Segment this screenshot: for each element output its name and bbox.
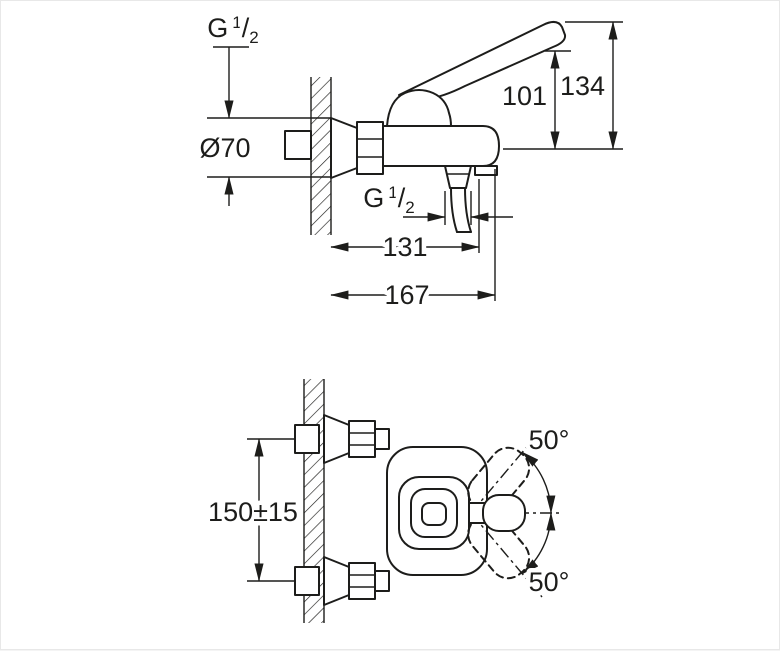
- dim-spacing-150: 150±15: [208, 497, 298, 527]
- faucet-side-outline: [284, 21, 567, 233]
- cartridge-dome: [386, 89, 452, 127]
- union-nut: [356, 121, 384, 175]
- supply-pipe: [284, 130, 312, 160]
- shower-outlet: [444, 165, 472, 189]
- dim-angle-down: 50°: [529, 567, 570, 597]
- swivel-arc-up: [521, 451, 556, 514]
- wall-hatching: [310, 77, 332, 235]
- faucet-front-outline: [386, 446, 488, 576]
- connection-top: [294, 414, 390, 464]
- dim-height-134: 134: [560, 71, 605, 101]
- dim-depth-131: 131: [382, 232, 427, 262]
- dim-height-101: 101: [502, 81, 547, 111]
- lever-front: [468, 494, 526, 532]
- dim-angle-up: 50°: [529, 425, 570, 455]
- shower-hose: [450, 187, 472, 233]
- escutcheon-cone: [330, 117, 358, 179]
- mixer-body: [382, 125, 500, 167]
- spout-front-inner: [421, 502, 447, 526]
- dim-escutcheon-diameter: Ø70: [199, 133, 250, 163]
- front-view-dimensions: 150±15 50° 50°: [204, 421, 574, 602]
- dim-depth-167: 167: [384, 280, 429, 310]
- swivel-arc-down: [521, 512, 556, 575]
- aerator: [474, 165, 498, 176]
- front-view: 150±15 50° 50°: [204, 379, 574, 623]
